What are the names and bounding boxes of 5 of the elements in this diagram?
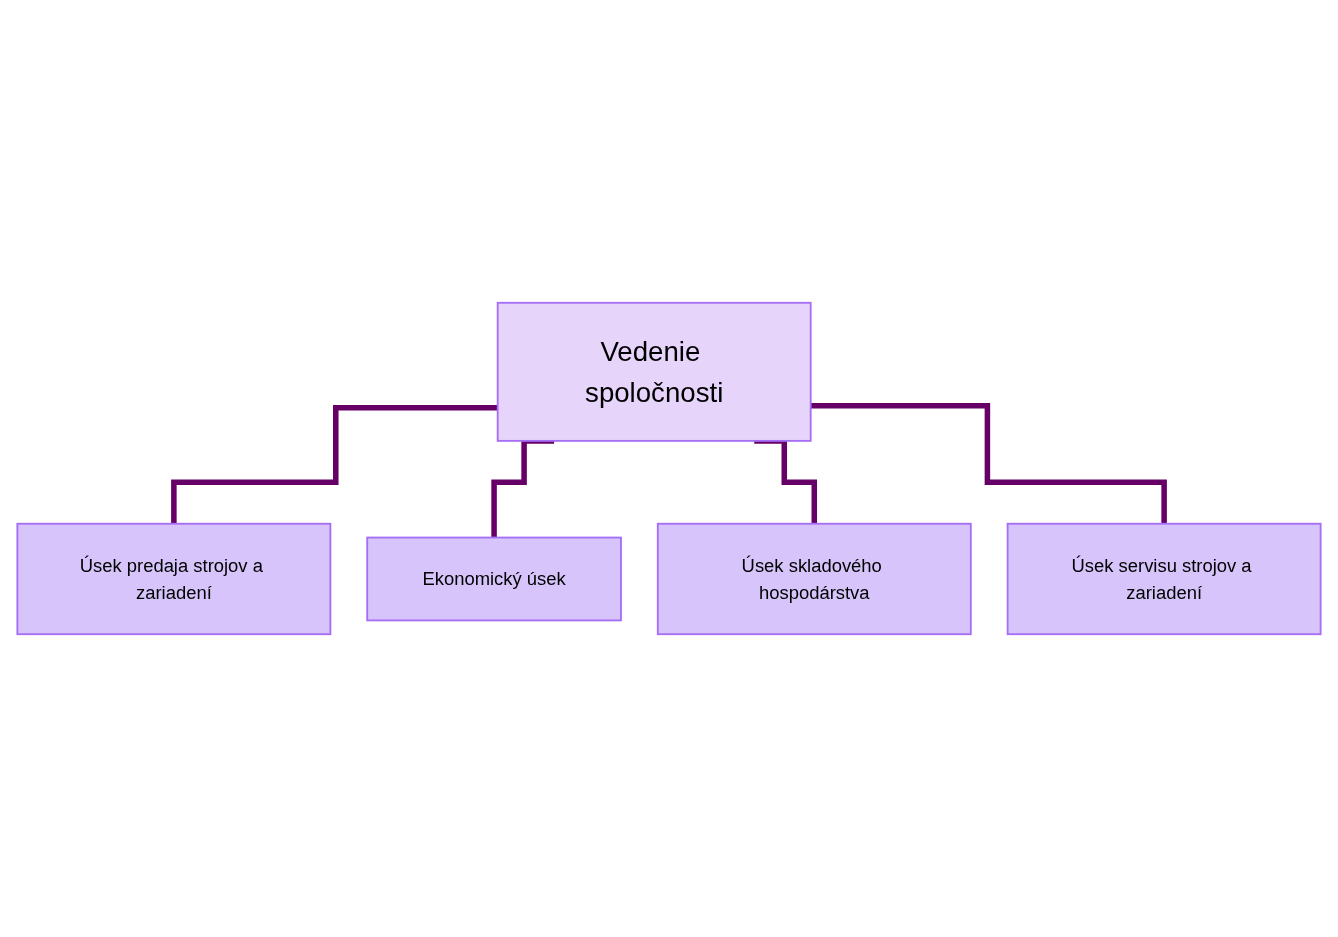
node-box: Vedenie spoločnosti (496, 301, 812, 442)
node-box: Úsek servisu strojov a zariadení (1006, 522, 1322, 636)
node-box: Úsek skladového hospodárstva (656, 522, 972, 636)
node-box: Úsek predaja strojov a zariadení (16, 522, 332, 636)
node-box: Ekonomický úsek (366, 536, 622, 622)
